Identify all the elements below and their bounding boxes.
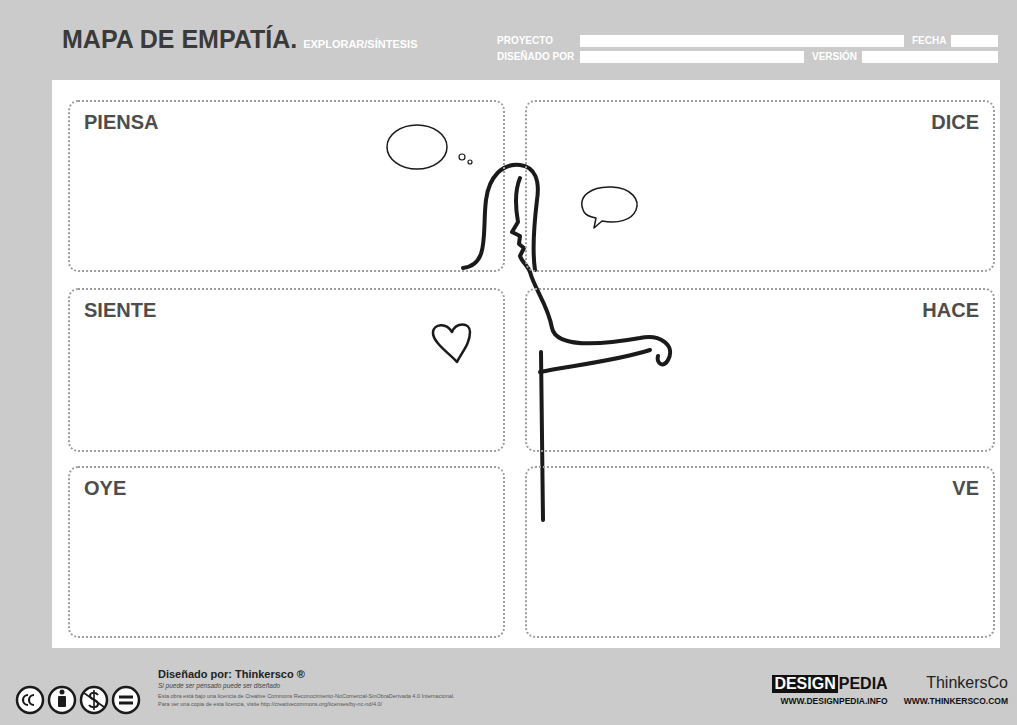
logo-url: WWW.THINKERSCO.COM — [904, 697, 1008, 706]
logo-text: ThinkersCo — [926, 674, 1008, 692]
input-field — [951, 35, 998, 47]
quadrant-heading: SIENTE — [84, 300, 156, 320]
quadrant-box: OYE — [68, 466, 505, 638]
white-panel — [52, 80, 1000, 648]
field-label: VERSIÓN — [812, 51, 857, 62]
quadrant-heading: DICE — [931, 112, 979, 132]
map-title: MAPA DE EMPATÍA. — [62, 26, 297, 54]
credit-text: Diseñado por: Thinkersco ® — [158, 668, 305, 680]
quadrant-heading: OYE — [84, 478, 126, 498]
license-text: Para ver una copia de esta licencia, vis… — [158, 701, 382, 707]
figure-body — [541, 352, 543, 520]
quadrant-box: PIENSA — [68, 100, 505, 272]
quadrant-box: VE — [525, 466, 995, 638]
input-field — [580, 51, 804, 63]
logo-text: PEDIA — [839, 675, 888, 693]
speech-bubble — [582, 187, 637, 228]
field-label: PROYECTO — [497, 35, 553, 46]
field-label: FECHA — [912, 35, 946, 46]
license-text: Esta obra está bajo una licencia de Crea… — [158, 693, 455, 699]
thought-dot — [468, 160, 472, 164]
quadrant-box: SIENTE — [68, 288, 505, 452]
quadrant-box: HACE — [525, 288, 995, 452]
quadrant-box: DICE — [525, 100, 995, 272]
tagline: Si puede ser pensado puede ser diseñado — [158, 682, 280, 689]
heart-symbol — [433, 325, 470, 363]
input-field — [580, 35, 904, 47]
quadrant-heading: PIENSA — [84, 112, 158, 132]
quadrant-heading: VE — [952, 478, 979, 498]
thought-bubble — [387, 125, 447, 169]
cc-icons — [17, 687, 139, 713]
figure-arm — [540, 350, 650, 372]
subtitle: EXPLORAR/SÍNTESIS — [303, 38, 417, 50]
quadrant-heading: HACE — [922, 300, 979, 320]
logo-text: DESIGN — [772, 675, 837, 693]
logo-url: WWW.DESIGNPEDIA.INFO — [780, 697, 887, 706]
thought-dot — [459, 154, 465, 160]
field-label: DISEÑADO POR — [497, 51, 574, 62]
input-field — [862, 51, 998, 63]
